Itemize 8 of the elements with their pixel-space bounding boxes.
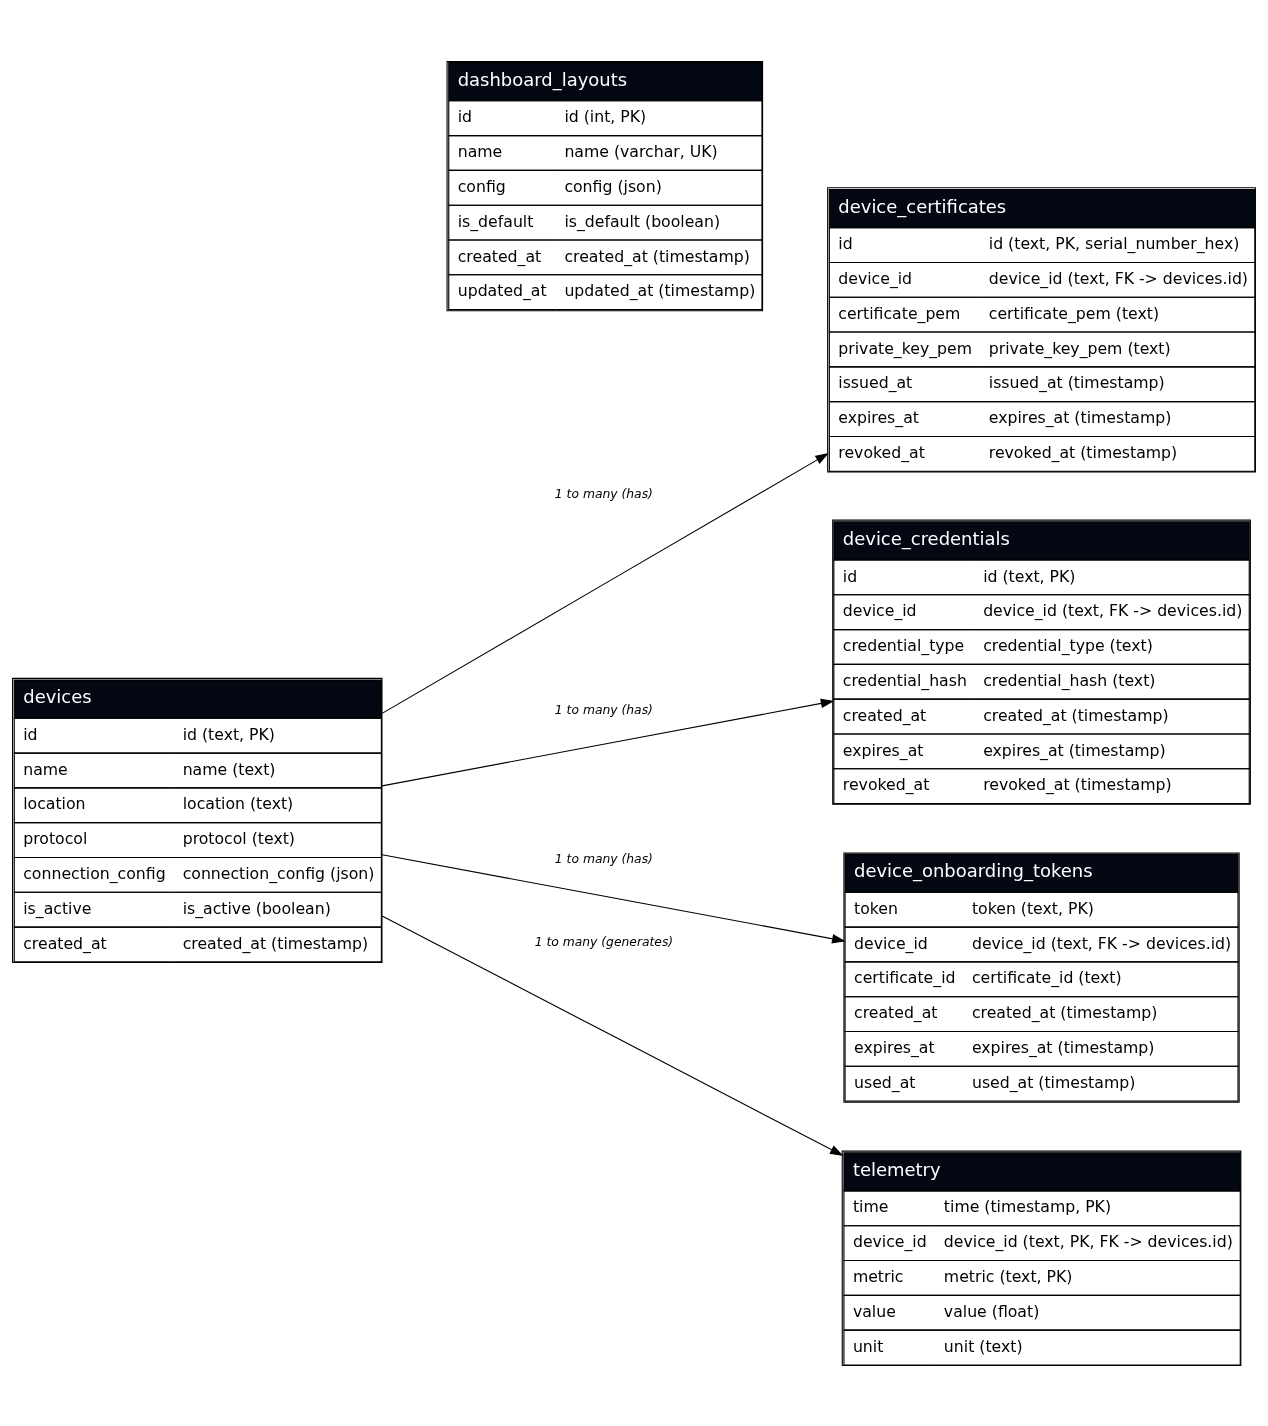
arrow	[381, 698, 835, 786]
arrow	[381, 914, 844, 1156]
arrow	[381, 853, 846, 943]
edge-label: 1 to many (has)	[554, 486, 653, 501]
edge-label: 1 to many (has)	[554, 702, 653, 717]
arrow	[381, 452, 829, 714]
edge-label: 1 to many (generates)	[534, 934, 674, 949]
edge-label: 1 to many (has)	[554, 851, 653, 866]
